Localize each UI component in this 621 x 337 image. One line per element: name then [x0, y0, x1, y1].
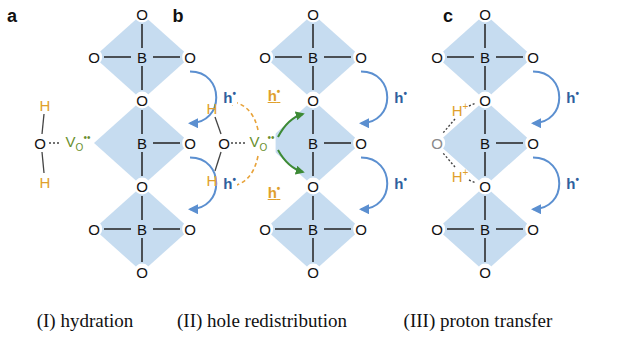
vacancy-label: VO••	[249, 133, 276, 153]
oxygen-label: O	[182, 135, 198, 152]
hydrogen-label: H	[40, 175, 51, 190]
hole-label: h•	[565, 175, 580, 191]
superscript: •	[232, 88, 236, 99]
subscript: O	[76, 142, 84, 153]
hole-transfer-arrow	[361, 72, 387, 124]
oxygen-label: O	[134, 264, 150, 281]
superscript: +	[463, 167, 469, 178]
panel-letter: b	[173, 7, 184, 25]
atom-label: B	[307, 222, 319, 237]
oxygen-label: O	[134, 178, 150, 195]
oxygen-label: O	[182, 221, 198, 238]
hole-transfer-arrow	[533, 158, 559, 210]
oxygen-label: O	[257, 221, 273, 238]
octahedron-fill	[265, 14, 361, 100]
oxygen-label: O	[305, 92, 321, 109]
atom-label: B	[136, 136, 148, 151]
octahedron-fill	[94, 100, 190, 186]
oxygen-label: O	[429, 221, 445, 238]
atom-label: B	[479, 136, 491, 151]
caption: (I) hydration	[37, 311, 134, 330]
hole-label: h•	[565, 89, 580, 105]
oxygen-label: O	[134, 6, 150, 23]
oxygen-label: O	[477, 92, 493, 109]
oxygen-label: O	[257, 49, 273, 66]
hydrogen-label: H	[207, 173, 218, 188]
octahedron-fill	[265, 186, 361, 272]
oxygen-label: O	[477, 264, 493, 281]
atom-label: B	[136, 50, 148, 65]
oxygen-label: O	[429, 49, 445, 66]
oxygen-label: O	[34, 136, 46, 151]
oxygen-label: O	[305, 6, 321, 23]
superscript: •	[232, 174, 236, 185]
oxygen-label: O	[86, 49, 102, 66]
superscript: ••	[83, 132, 90, 143]
oxygen-label: O	[353, 49, 369, 66]
octahedron-fill	[94, 14, 190, 100]
superscript: •	[403, 88, 407, 99]
panel-letter: c	[443, 7, 453, 25]
vacancy-label: VO••	[65, 133, 92, 153]
oxygen-label: O	[182, 49, 198, 66]
atom-label: B	[479, 50, 491, 65]
superscript: +	[463, 101, 469, 112]
superscript: •	[403, 174, 407, 185]
hole-label: h•	[222, 89, 237, 105]
oxygen-label: O	[525, 49, 541, 66]
superscript: ••	[267, 132, 274, 143]
caption: (II) hole redistribution	[177, 311, 347, 330]
atom-label: B	[479, 222, 491, 237]
oxygen-label: O	[353, 135, 369, 152]
oxygen-label: O	[353, 221, 369, 238]
octahedron-fill	[437, 186, 533, 272]
oxygen-label: O	[134, 92, 150, 109]
octahedron-fill	[94, 186, 190, 272]
hole-label: h•	[393, 175, 408, 191]
octahedron-fill	[437, 14, 533, 100]
oxygen-label: O	[86, 221, 102, 238]
hydrogen-label: H	[40, 98, 51, 113]
oxygen-label: O	[305, 178, 321, 195]
atom-label: B	[307, 136, 319, 151]
hole-label: h•	[393, 89, 408, 105]
oxygen-label: O	[218, 136, 230, 151]
caption: (III) proton transfer	[404, 311, 553, 330]
atom-label: B	[136, 222, 148, 237]
atom-label: B	[307, 50, 319, 65]
hydrogen-label: H+	[452, 102, 469, 118]
water-b	[215, 117, 246, 171]
hole-transfer-arrow	[361, 158, 387, 210]
oxygen-label: O	[477, 6, 493, 23]
octahedron-fill	[437, 100, 533, 186]
subscript: O	[260, 142, 268, 153]
oxygen-label: O	[525, 221, 541, 238]
panel-letter: a	[7, 7, 17, 25]
oxygen-label: O	[525, 135, 541, 152]
superscript: •	[575, 88, 579, 99]
oxygen-label: O	[305, 264, 321, 281]
hole-label: h•	[222, 175, 237, 191]
hydrogen-label: H	[207, 101, 218, 116]
oxygen-label: O	[429, 135, 445, 152]
superscript: •	[277, 86, 281, 97]
superscript: •	[575, 174, 579, 185]
hole-label: h•	[268, 184, 281, 200]
hole-transfer-arrow	[533, 72, 559, 124]
octahedron-fill	[265, 100, 361, 186]
superscript: •	[277, 183, 281, 194]
oxygen-label: O	[477, 178, 493, 195]
hydrogen-label: H+	[452, 168, 469, 184]
hole-label: h•	[268, 87, 281, 103]
